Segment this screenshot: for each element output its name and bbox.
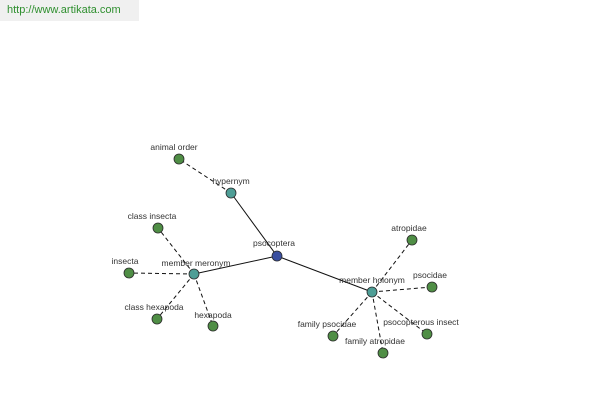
edge-member-holonym-family-atropidae	[371, 291, 384, 354]
edge-psocoptera-member-holonym	[276, 255, 373, 293]
url-bar: http://www.artikata.com	[0, 0, 139, 21]
leaf-node-psocopterous-insect[interactable]	[421, 328, 433, 340]
graph-edges	[128, 158, 433, 354]
root-node-psocoptera[interactable]	[271, 250, 283, 262]
leaf-label-atropidae: atropidae	[391, 223, 427, 233]
leaf-label-psocidae: psocidae	[413, 270, 447, 280]
edge-member-meronym-hexapoda	[193, 273, 214, 327]
graph-nodes	[123, 153, 438, 359]
leaf-label-family-atropidae: family atropidae	[345, 336, 405, 346]
leaf-node-insecta[interactable]	[123, 267, 135, 279]
relation-label-hypernym: hypernym	[212, 176, 249, 186]
root-label: psocoptera	[253, 238, 295, 248]
relation-node-hypernym[interactable]	[225, 187, 237, 199]
edge-psocoptera-hypernym	[230, 192, 278, 257]
leaf-node-psocidae[interactable]	[426, 281, 438, 293]
relation-label-member-meronym: member meronym	[162, 258, 231, 268]
edge-hypernym-animal-order	[178, 158, 232, 194]
leaf-label-hexapoda: hexapoda	[194, 310, 232, 320]
leaf-node-class-hexapoda[interactable]	[151, 313, 163, 325]
edge-psocoptera-member-meronym	[193, 255, 278, 275]
edge-member-holonym-psocidae	[371, 286, 433, 293]
edge-member-holonym-atropidae	[371, 239, 413, 293]
edge-member-meronym-insecta	[128, 272, 195, 275]
edge-member-holonym-family-psocidae	[332, 291, 373, 337]
relation-node-member-holonym[interactable]	[366, 286, 378, 298]
leaf-node-family-atropidae[interactable]	[377, 347, 389, 359]
relation-label-member-holonym: member holonym	[339, 275, 405, 285]
edge-member-meronym-class-insecta	[157, 227, 195, 275]
leaf-label-family-psocidae: family psocidae	[298, 319, 357, 329]
relation-node-member-meronym[interactable]	[188, 268, 200, 280]
leaf-node-hexapoda[interactable]	[207, 320, 219, 332]
site-url[interactable]: http://www.artikata.com	[7, 4, 121, 16]
leaf-label-insecta: insecta	[112, 256, 139, 266]
edge-member-meronym-class-hexapoda	[156, 273, 195, 320]
leaf-node-class-insecta[interactable]	[152, 222, 164, 234]
leaf-label-animal-order: animal order	[150, 142, 197, 152]
leaf-node-atropidae[interactable]	[406, 234, 418, 246]
leaf-label-class-hexapoda: class hexapoda	[124, 302, 183, 312]
graph-labels: psocoptera hypernym animal order member mer…	[112, 142, 460, 346]
leaf-label-psocopterous-insect: psocopterous insect	[383, 317, 459, 327]
edge-member-holonym-psocopterous-insect	[371, 291, 428, 335]
leaf-node-family-psocidae[interactable]	[327, 330, 339, 342]
leaf-label-class-insecta: class insecta	[128, 211, 177, 221]
leaf-node-animal-order[interactable]	[173, 153, 185, 165]
